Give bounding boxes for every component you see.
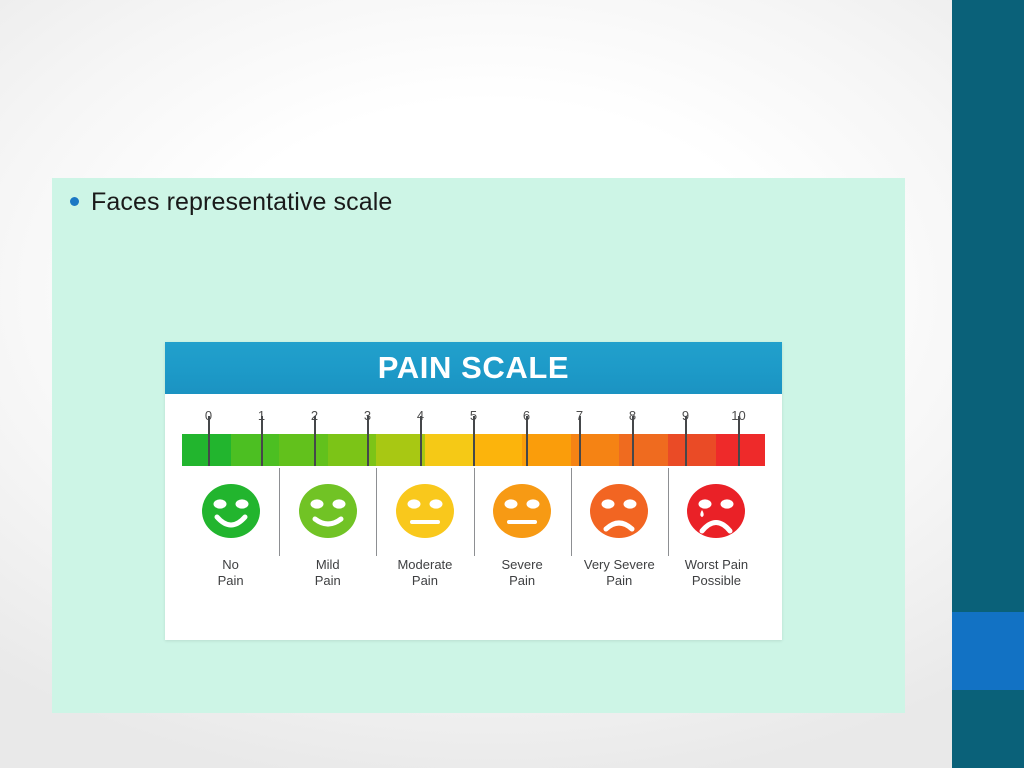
scale-tick-7 xyxy=(578,416,581,466)
pain-scale-body: 012345678910 NoPainMildPainModeratePainS… xyxy=(165,404,782,605)
gradient-segment-9 xyxy=(619,434,668,466)
scale-number-0: 0 xyxy=(205,408,212,423)
scale-number-10: 10 xyxy=(731,408,745,423)
neutral-face-icon xyxy=(395,484,454,538)
gradient-segment-3 xyxy=(327,434,377,466)
scale-number-7: 7 xyxy=(576,408,583,423)
face-label-line2: Possible xyxy=(691,572,742,588)
scale-tick-6 xyxy=(525,416,528,466)
scale-tick-1 xyxy=(260,416,263,466)
rail-accent-block xyxy=(952,612,1024,690)
scale-tick-3 xyxy=(366,416,369,466)
face-cell-5[interactable] xyxy=(667,468,765,556)
bullet-list-item: Faces representative scale xyxy=(70,188,392,217)
gradient-segment-2 xyxy=(279,434,328,466)
face-label-line2: Pain xyxy=(217,572,244,588)
face-label-line1: Severe xyxy=(501,557,543,572)
pain-scale-card: PAIN SCALE 012345678910 NoPainMildPainMo… xyxy=(165,342,782,640)
scale-number-9: 9 xyxy=(682,408,689,423)
scale-number-5: 5 xyxy=(470,408,477,423)
pain-scale-title: PAIN SCALE xyxy=(377,350,570,385)
face-label-line1: Worst Pain xyxy=(684,557,749,572)
slide-content-panel: Faces representative scale PAIN SCALE 0 1… xyxy=(52,178,905,713)
gradient-segment-11 xyxy=(716,434,765,466)
face-label-line1: Moderate xyxy=(397,557,453,572)
gradient-segment-4 xyxy=(376,434,425,466)
sad-face-icon xyxy=(590,484,649,538)
face-cell-4[interactable] xyxy=(570,468,668,556)
right-decorative-rail xyxy=(952,0,1024,768)
gradient-segment-6 xyxy=(473,434,523,466)
pain-scale-faces-row xyxy=(182,468,765,556)
face-label-line2: Pain xyxy=(411,572,438,588)
scale-tick-0 xyxy=(207,416,210,466)
face-cell-2[interactable] xyxy=(376,468,473,556)
pain-scale-gradient-bar xyxy=(182,434,765,466)
face-label-line2: Pain xyxy=(606,572,633,588)
scale-number-1: 1 xyxy=(258,408,265,423)
face-label-line2: Pain xyxy=(509,572,536,588)
scale-number-4: 4 xyxy=(417,408,424,423)
scale-tick-5 xyxy=(472,416,475,466)
gradient-segment-7 xyxy=(522,434,571,466)
face-cell-0[interactable] xyxy=(182,472,279,550)
scale-number-8: 8 xyxy=(629,408,636,423)
pain-scale-number-axis: 0 1 2 3 4 5 6 7 8 9 10 xyxy=(182,404,765,434)
scale-tick-9 xyxy=(684,416,687,466)
scale-tick-4 xyxy=(419,416,422,466)
pain-scale-header: PAIN SCALE xyxy=(165,342,782,394)
scale-tick-8 xyxy=(631,416,634,466)
bullet-dot-icon xyxy=(70,197,79,206)
concerned-face-icon xyxy=(493,484,552,538)
pain-scale-gradient-bar-wrap xyxy=(182,416,765,466)
scale-tick-2 xyxy=(313,416,316,466)
gradient-segment-10 xyxy=(667,434,717,466)
scale-number-2: 2 xyxy=(311,408,318,423)
happy-face-icon xyxy=(201,484,260,538)
scale-tick-10 xyxy=(737,416,740,466)
face-cell-3[interactable] xyxy=(473,468,571,556)
face-cell-1[interactable] xyxy=(279,468,376,556)
gradient-segment-0 xyxy=(182,434,231,466)
scale-number-6: 6 xyxy=(523,408,530,423)
slightly-happy-face-icon xyxy=(298,484,357,538)
gradient-segment-1 xyxy=(230,434,280,466)
scale-number-3: 3 xyxy=(364,408,371,423)
bullet-item-label: Faces representative scale xyxy=(91,188,393,216)
face-label-line1: Mild xyxy=(315,557,340,572)
crying-face-icon xyxy=(687,484,746,538)
face-label-line2: Pain xyxy=(314,572,341,588)
face-label-line1: Very Severe xyxy=(583,557,655,572)
gradient-segment-5 xyxy=(424,434,474,466)
face-label-line1: No xyxy=(222,557,239,572)
